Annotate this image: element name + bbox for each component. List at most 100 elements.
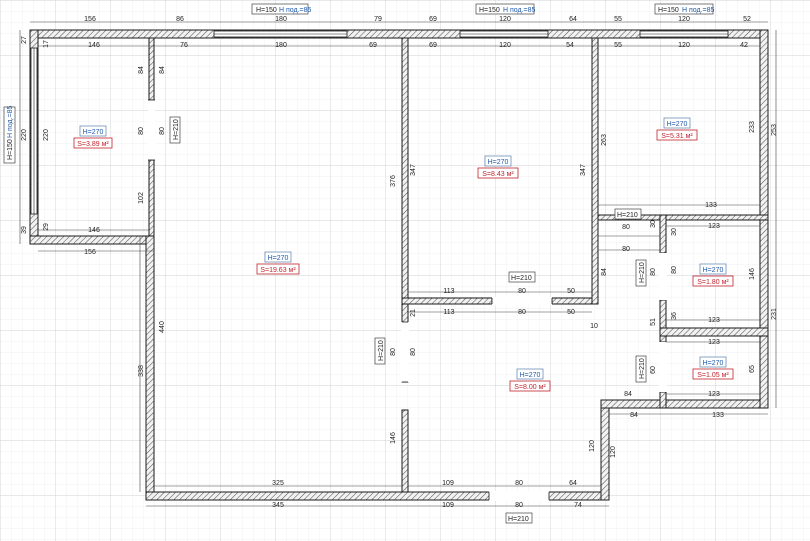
room-height: H=270 — [83, 129, 104, 136]
dim-bottom-outer-1: 345 — [272, 502, 284, 509]
window-height-label: H=150 — [7, 139, 14, 160]
dim-bottom-outer-2: 109 — [442, 502, 454, 509]
dim-room3-1: 347 — [410, 164, 417, 176]
windows — [30, 30, 729, 215]
window-height-label: H=150 — [479, 7, 500, 14]
dimension-labels: 156 86 180 79 69 120 64 55 120 52 146 76… — [21, 16, 778, 509]
wall-room3-bottom-right — [551, 297, 599, 305]
door-height-label: H=210 — [378, 340, 385, 361]
dim-room4-6: 30 — [650, 220, 657, 228]
window-sill-label: H под.=85 — [682, 7, 715, 14]
door-height-label: H=210 — [173, 119, 180, 140]
dim-hall-mid-3: 80 — [518, 309, 526, 316]
dim-bottom-outer-3: 80 — [515, 502, 523, 509]
dim-room3-6: 84 — [601, 268, 608, 276]
dim-top-outer-9: 120 — [678, 16, 690, 23]
dim-hall-mid-2: 113 — [443, 309, 454, 316]
dim-bottom-inner-4: 64 — [569, 480, 577, 487]
wall-step-horizontal — [600, 399, 769, 409]
wall-balcony-bottom — [29, 235, 155, 245]
dim-top-inner-8: 55 — [614, 42, 622, 49]
dim-bottom-inner-3: 80 — [515, 480, 523, 487]
dim-room4-2: 233 — [749, 121, 756, 133]
dim-wc-1: 123 — [708, 223, 720, 230]
door-gap-room3 — [492, 297, 552, 305]
dim-top-outer-4: 79 — [374, 16, 382, 23]
dim-bath-4: 133 — [712, 412, 724, 419]
wall-bath-left-lower — [659, 391, 667, 409]
dim-hall-right-5: 65 — [749, 365, 756, 373]
dim-wc-3: 123 — [708, 317, 720, 324]
room-area: S=1.80 м² — [697, 279, 729, 286]
room-living-label: H=270 S=19.63 м² — [256, 251, 300, 275]
room-area: S=8.00 м² — [514, 384, 546, 391]
dim-top-outer-7: 64 — [569, 16, 577, 23]
dim-top-outer-6: 120 — [499, 16, 511, 23]
dim-bath-1: 123 — [708, 339, 720, 346]
door-height-label: H=210 — [639, 358, 646, 379]
room-wc-label: H=270 S=1.80 м² — [692, 263, 734, 287]
dim-hall-right-4: 60 — [650, 366, 657, 374]
dim-hall-right-3: 36 — [671, 312, 678, 320]
wall-room4-bottom — [597, 214, 769, 221]
dim-room3-4: 80 — [518, 288, 526, 295]
dim-bottom-inner-1: 325 — [272, 480, 284, 487]
wall-living-left — [145, 235, 155, 501]
dim-balcony-4: 80 — [138, 127, 145, 135]
dim-living-2: 440 — [159, 321, 166, 333]
door-labels: H=210 H=210 H=210 H=210 H=210 H=210 H=21… — [169, 116, 647, 524]
dim-hall-mid-7: 80 — [671, 266, 678, 274]
dim-balcony-2: 156 — [84, 249, 96, 256]
wall-room3-bottom — [401, 297, 493, 305]
dim-living-5: 146 — [390, 432, 397, 444]
window-sill-label: H под.=85 — [503, 7, 536, 14]
door-gap-bath — [659, 342, 667, 392]
dim-room4-4: 133 — [705, 202, 717, 209]
door-height-label: H=210 — [511, 275, 532, 282]
dim-top-outer-5: 69 — [429, 16, 437, 23]
dim-top-inner-9: 120 — [678, 42, 690, 49]
dim-top-inner-10: 42 — [740, 42, 748, 49]
room-area: S=3.89 м² — [77, 141, 109, 148]
dim-top-outer-1: 156 — [84, 16, 96, 23]
room-height: H=270 — [488, 159, 509, 166]
dim-living-4: 80 — [390, 348, 397, 356]
room-height: H=270 — [667, 121, 688, 128]
dim-balcony-6: 84 — [159, 66, 166, 74]
wall-living-hall-lower — [401, 409, 409, 493]
dim-hall-mid-6: 80 — [410, 348, 417, 356]
dim-right-step-3: 84 — [624, 391, 632, 398]
dim-right-step-1: 120 — [589, 440, 596, 452]
dim-room3-2: 347 — [580, 164, 587, 176]
dim-hall-right-6: 231 — [771, 308, 778, 320]
window-sill-label: H под.=85 — [7, 105, 14, 138]
door-height-label: H=210 — [617, 212, 638, 219]
dim-top-outer-10: 52 — [743, 16, 751, 23]
dim-balcony-7: 80 — [159, 127, 166, 135]
wall-balcony-living-lower — [148, 159, 155, 245]
door-gap-wc — [659, 253, 667, 300]
dim-hall-mid-1: 21 — [410, 309, 417, 317]
wall-wc-bath — [659, 327, 769, 337]
door-gap-living — [401, 322, 409, 382]
room-height: H=270 — [520, 372, 541, 379]
wall-room3-room4 — [591, 37, 599, 305]
window-sill-label: H под.=85 — [279, 7, 312, 14]
dim-room4-8: 30 — [671, 228, 678, 236]
dim-left-outer-3: 39 — [21, 226, 28, 234]
dim-room3-5: 50 — [567, 288, 575, 295]
room-area: S=19.63 м² — [260, 267, 296, 274]
wall-balcony-living — [148, 37, 155, 101]
door-openings — [148, 99, 667, 501]
dim-balcony-3: 84 — [138, 66, 145, 74]
dim-bottom-outer-4: 74 — [574, 502, 582, 509]
room-bedroom-label: H=270 S=8.43 м² — [477, 155, 519, 179]
dim-hall-mid-5: 10 — [590, 323, 598, 330]
dim-left-inner-2: 220 — [43, 129, 50, 141]
dim-balcony-5: 102 — [138, 192, 145, 204]
walls — [29, 29, 769, 501]
dim-room3-3: 113 — [443, 288, 454, 295]
door-gap-balcony — [148, 100, 155, 160]
dim-top-outer-8: 55 — [614, 16, 622, 23]
